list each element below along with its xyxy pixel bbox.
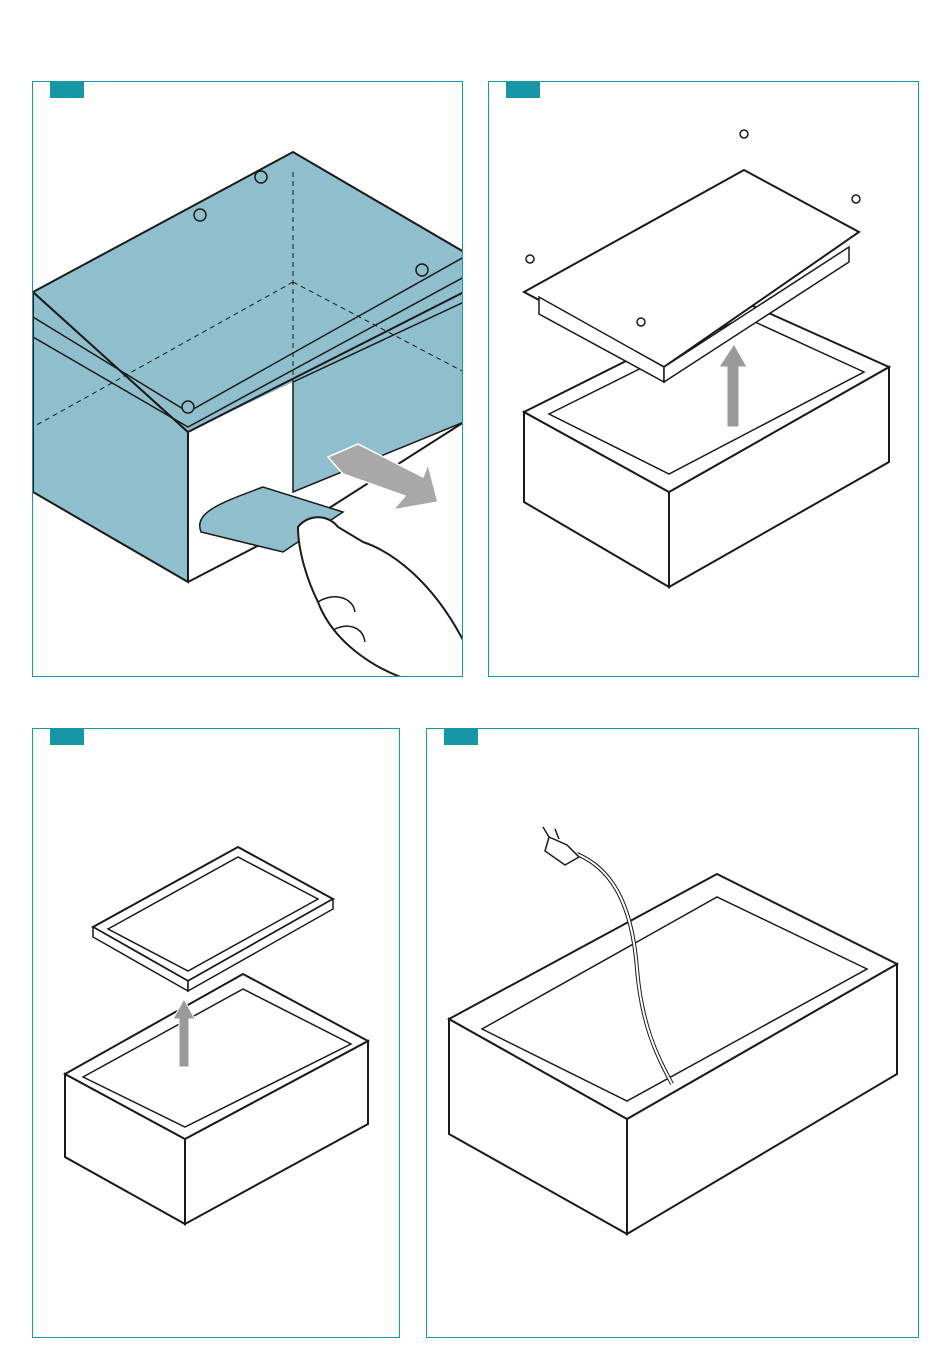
step-panel-1 — [32, 81, 463, 677]
insert-frame — [93, 847, 333, 981]
step-panel-3 — [32, 728, 400, 1338]
lift-out-insert-frame-illustration — [33, 729, 400, 1338]
lift-off-bracket-tray-illustration — [489, 82, 919, 677]
step-badge-4 — [444, 728, 478, 745]
step-panel-2 — [488, 81, 919, 677]
screw-icon — [526, 255, 534, 263]
step-panel-4 — [426, 728, 919, 1338]
screw-icon — [852, 195, 860, 203]
plug-icon — [543, 827, 579, 865]
hand-icon — [298, 517, 463, 677]
step-badge-1 — [50, 81, 84, 98]
step-badge-2 — [506, 81, 540, 98]
peel-protective-film-illustration — [33, 82, 463, 677]
screw-icon — [637, 318, 645, 326]
screw-icon — [740, 130, 748, 138]
step-badge-3 — [50, 728, 84, 745]
power-cord-routing-illustration — [427, 729, 919, 1338]
